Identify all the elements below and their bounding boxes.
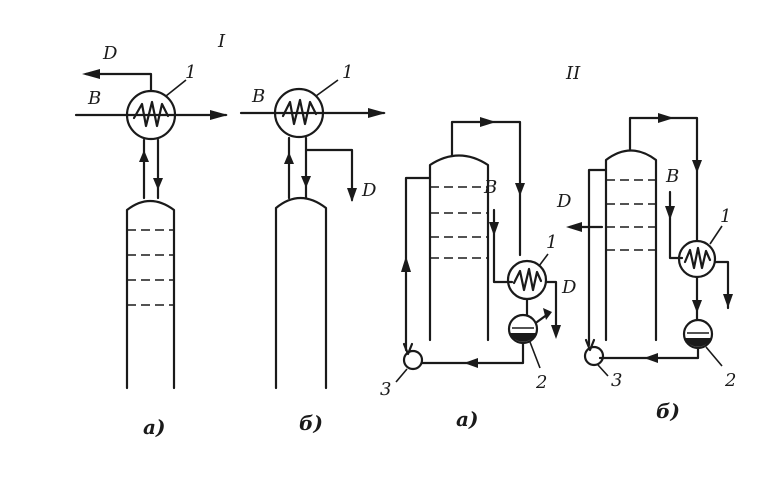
condenser-2a: [506, 259, 548, 301]
column-1b: [274, 196, 328, 390]
reflux-arrow-1a: [153, 178, 163, 190]
caption-2b: б): [656, 399, 680, 423]
distillate-arrow-1a: [82, 69, 100, 79]
condenser-number-1a: 1: [185, 62, 196, 83]
pump-number-2a: 3: [380, 379, 391, 400]
scheme-2b: B 1 D 2 3: [556, 113, 736, 423]
coolant-label-1a: B: [87, 88, 101, 109]
coolant-arrow-2a: [489, 222, 499, 236]
condenser-number-2b: 1: [720, 206, 731, 227]
coolant-arrow-1a: [210, 110, 228, 120]
scheme-2a: B 1 D 2 3: [380, 117, 577, 431]
return-arrow-2a: [464, 358, 478, 368]
coolant-arrow-2b: [665, 206, 675, 220]
scheme-1a: B D 1 а): [74, 43, 228, 439]
distillate-label-1b: D: [361, 180, 377, 201]
distillate-label-2a: D: [561, 277, 577, 298]
vapour-down-arrow-2b: [692, 160, 702, 173]
coolant-arrow-1b: [368, 108, 386, 118]
receiver-2b: [682, 318, 714, 350]
vapour-arrow-2b: [658, 113, 674, 123]
coolant-out-arrow-2a: [551, 325, 561, 339]
vapour-arrow-1a: [139, 150, 149, 162]
vapour-down-arrow-2a: [515, 183, 525, 196]
caption-1b: б): [299, 411, 323, 435]
caption-2a: а): [456, 407, 478, 431]
group-label-1: I: [217, 31, 226, 52]
distillate-arrow-2b: [566, 222, 582, 232]
condenser-2b: [677, 239, 717, 279]
coolant-label-2a: B: [483, 177, 497, 198]
group-label-2: II: [565, 63, 581, 84]
column-2a: [428, 154, 490, 342]
reflux-arrow-2a: [401, 256, 411, 272]
coolant-out-arrow-2b: [723, 294, 733, 308]
distillate-arrow-2a: [543, 308, 552, 320]
column-2b: [604, 149, 658, 342]
distillate-arrow-1b: [347, 188, 357, 202]
vapour-arrow-1b: [284, 152, 294, 164]
receiver-number-2a: 2: [535, 372, 547, 393]
receiver-2a: [507, 313, 539, 345]
receiver-number-2b: 2: [724, 370, 736, 391]
condenser-number-1b: 1: [342, 62, 353, 83]
column-1a: [125, 199, 176, 390]
distillate-label-2b: D: [556, 191, 572, 212]
caption-1a: а): [143, 415, 165, 439]
condenser-number-2a: 1: [546, 232, 557, 253]
pump-number-2b: 3: [611, 370, 622, 391]
distillate-label-1a: D: [102, 43, 118, 64]
coolant-label-2b: B: [665, 166, 679, 187]
scheme-1b: B D 1 б): [239, 62, 386, 435]
return-arrow-2b: [644, 353, 658, 363]
reflux-arrow-1b: [301, 176, 311, 188]
vapour-arrow-2a: [480, 117, 496, 127]
coolant-label-1b: B: [251, 86, 265, 107]
pump-2b: [583, 338, 605, 367]
condensate-arrow-2b: [692, 300, 702, 313]
